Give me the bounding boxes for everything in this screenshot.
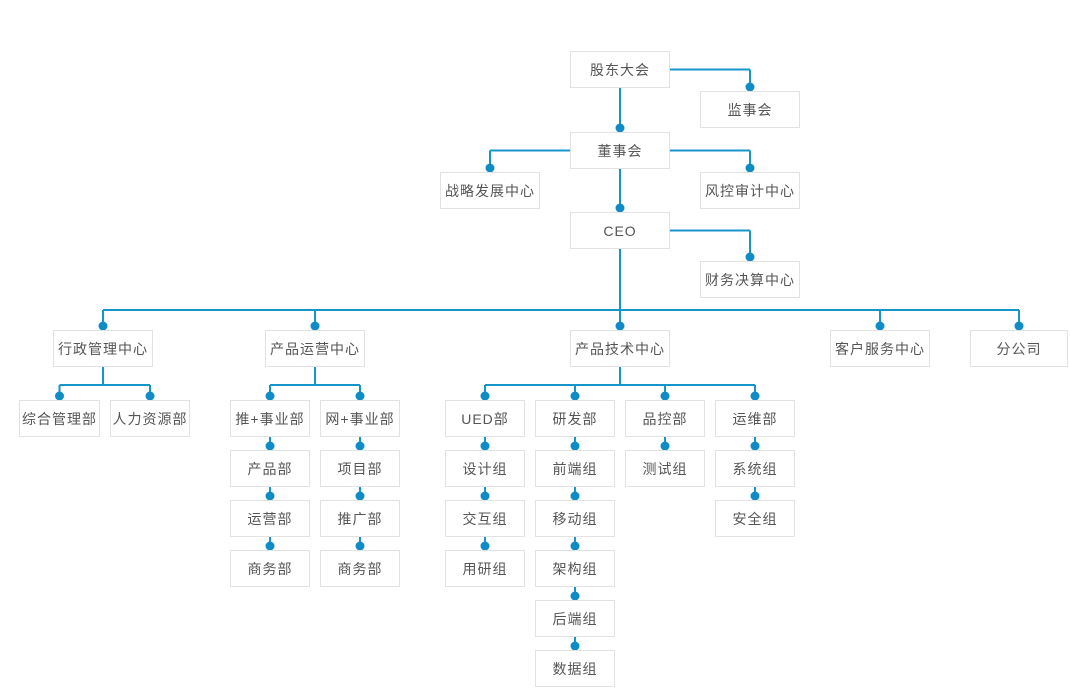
node-testing-group: 测试组 [625, 450, 705, 487]
connector-dot [570, 391, 580, 401]
connector-dot [355, 491, 365, 501]
node-operations-dept: 运营部 [230, 500, 310, 537]
node-ops-center: 产品运营中心 [265, 330, 365, 367]
node-promotion-dept: 推广部 [320, 500, 400, 537]
node-system-group: 系统组 [715, 450, 795, 487]
connector-dot [55, 391, 64, 401]
connector-dot [1014, 321, 1024, 331]
connector-dot [570, 641, 580, 651]
node-tui-bu: 推+事业部 [230, 400, 310, 437]
node-backend-group: 后端组 [535, 600, 615, 637]
connector-dot [875, 321, 885, 331]
node-business-dept-2: 商务部 [320, 550, 400, 587]
node-admin-center: 行政管理中心 [53, 330, 153, 367]
connector-dot [570, 541, 580, 551]
connector-dot [265, 391, 275, 401]
node-design-group: 设计组 [445, 450, 525, 487]
connector-dot [570, 441, 580, 451]
connector-dot [745, 82, 755, 92]
node-wang-bu: 网+事业部 [320, 400, 400, 437]
connector-dot [98, 321, 108, 331]
node-mobile-group: 移动组 [535, 500, 615, 537]
connector-dot [145, 391, 155, 401]
node-risk: 风控审计中心 [700, 172, 800, 209]
connector-dot [660, 441, 670, 451]
node-business-dept-1: 商务部 [230, 550, 310, 587]
node-project-dept: 项目部 [320, 450, 400, 487]
node-finance: 财务决算中心 [700, 261, 800, 298]
connector-dot [480, 491, 490, 501]
connector-dot [615, 203, 625, 213]
connector-dot [480, 541, 490, 551]
connector-dot [265, 441, 275, 451]
node-supervisory: 监事会 [700, 91, 800, 128]
node-ued: UED部 [445, 400, 525, 437]
connector-dot [745, 163, 755, 173]
node-security-group: 安全组 [715, 500, 795, 537]
connector-dot [355, 441, 365, 451]
node-ceo: CEO [570, 212, 670, 249]
connector-dot [750, 491, 760, 501]
node-shareholders: 股东大会 [570, 51, 670, 88]
node-data-group: 数据组 [535, 650, 615, 687]
node-general-mgmt: 综合管理部 [19, 400, 100, 437]
node-product-dept: 产品部 [230, 450, 310, 487]
node-qc: 品控部 [625, 400, 705, 437]
connector-dot [570, 591, 580, 601]
connector-dot [265, 541, 275, 551]
connector-dot [615, 123, 625, 133]
node-service-center: 客户服务中心 [830, 330, 930, 367]
connector-dot [480, 441, 490, 451]
node-frontend-group: 前端组 [535, 450, 615, 487]
node-om: 运维部 [715, 400, 795, 437]
connector-dot [570, 491, 580, 501]
node-research-group: 用研组 [445, 550, 525, 587]
node-branch-company: 分公司 [970, 330, 1068, 367]
node-board: 董事会 [570, 132, 670, 169]
node-rd: 研发部 [535, 400, 615, 437]
connector-dot [750, 441, 760, 451]
connector-dot [660, 391, 670, 401]
connector-dot [750, 391, 760, 401]
connector-dot [480, 391, 490, 401]
connector-dot [355, 391, 365, 401]
connector-dot [355, 541, 365, 551]
connector-dot [310, 321, 320, 331]
connector-dot [265, 491, 275, 501]
node-tech-center: 产品技术中心 [570, 330, 670, 367]
connector-dot [745, 252, 755, 262]
connector-dot [485, 163, 495, 173]
node-hr: 人力资源部 [110, 400, 190, 437]
node-interaction-group: 交互组 [445, 500, 525, 537]
node-strategy: 战略发展中心 [440, 172, 540, 209]
connector-dot [615, 321, 625, 331]
node-architecture-group: 架构组 [535, 550, 615, 587]
